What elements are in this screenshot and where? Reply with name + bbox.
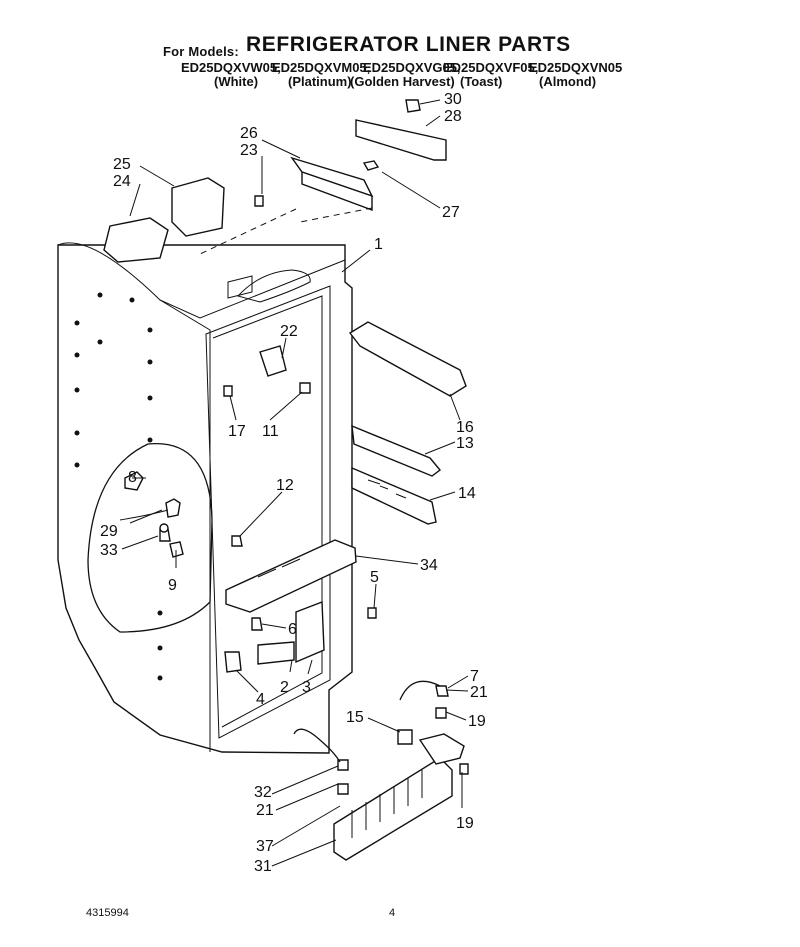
callout-label: 33: [100, 542, 118, 559]
crisper-cover-support: [223, 345, 377, 673]
callout-leaders: [121, 99, 469, 867]
callout-label: 1: [374, 236, 383, 253]
model-number: ED25DQXVW05,: [181, 60, 281, 75]
callout-label: 19: [468, 713, 486, 730]
callout-label: 6: [288, 621, 297, 638]
model-number: ED25DQXVF05,: [443, 60, 539, 75]
model-color: (Toast): [460, 74, 503, 89]
document-number: 4315994: [86, 907, 129, 919]
callout-label: 32: [254, 784, 272, 801]
shelf-supports: [348, 321, 467, 525]
callout-numbers: 30 28 26 23 25 24 27 1 22 16 13 17 11 8 …: [100, 91, 488, 875]
callout-label: 2: [280, 679, 289, 696]
callout-label: 4: [256, 691, 265, 708]
callout-label: 28: [444, 108, 462, 125]
control-housing-parts: [119, 471, 184, 558]
water-valve-assembly: [293, 680, 469, 861]
model-number: ED25DQXVG05,: [363, 60, 461, 75]
model-number: ED25DQXVM05,: [272, 60, 371, 75]
callout-label: 30: [444, 91, 462, 108]
model-color: (White): [214, 74, 259, 89]
callout-label: 29: [100, 523, 118, 540]
top-light-housing: [103, 99, 447, 263]
callout-label: 24: [113, 173, 131, 190]
callout-label: 21: [470, 684, 488, 701]
model-number: ED25DQXVN05: [529, 60, 623, 75]
model-color: (Almond): [539, 74, 597, 89]
model-color: (Golden Harvest): [350, 74, 455, 89]
page-number: 4: [389, 907, 396, 919]
callout-label: 8: [128, 469, 137, 486]
callout-label: 16: [456, 419, 474, 436]
callout-label: 19: [456, 815, 474, 832]
callout-label: 23: [240, 142, 258, 159]
callout-label: 17: [228, 423, 246, 440]
callout-label: 31: [254, 858, 272, 875]
callout-label: 26: [240, 125, 258, 142]
callout-label: 22: [280, 323, 298, 340]
callout-label: 14: [458, 485, 476, 502]
callout-label: 11: [262, 423, 279, 440]
callout-label: 15: [346, 709, 364, 726]
callout-label: 37: [256, 838, 274, 855]
callout-label: 27: [442, 204, 460, 221]
refrigerator-liner: [57, 242, 353, 754]
callout-label: 9: [168, 577, 177, 594]
for-models-label: For Models:: [163, 44, 239, 59]
callout-label: 34: [420, 557, 438, 574]
callout-label: 13: [456, 435, 474, 452]
callout-label: 7: [470, 668, 479, 685]
page-title: REFRIGERATOR LINER PARTS: [246, 33, 571, 56]
callout-label: 3: [302, 679, 311, 696]
model-color: (Platinum): [288, 74, 352, 89]
callout-label: 25: [113, 156, 131, 173]
callout-label: 21: [256, 802, 274, 819]
callout-label: 12: [276, 477, 294, 494]
callout-label: 5: [370, 569, 379, 586]
